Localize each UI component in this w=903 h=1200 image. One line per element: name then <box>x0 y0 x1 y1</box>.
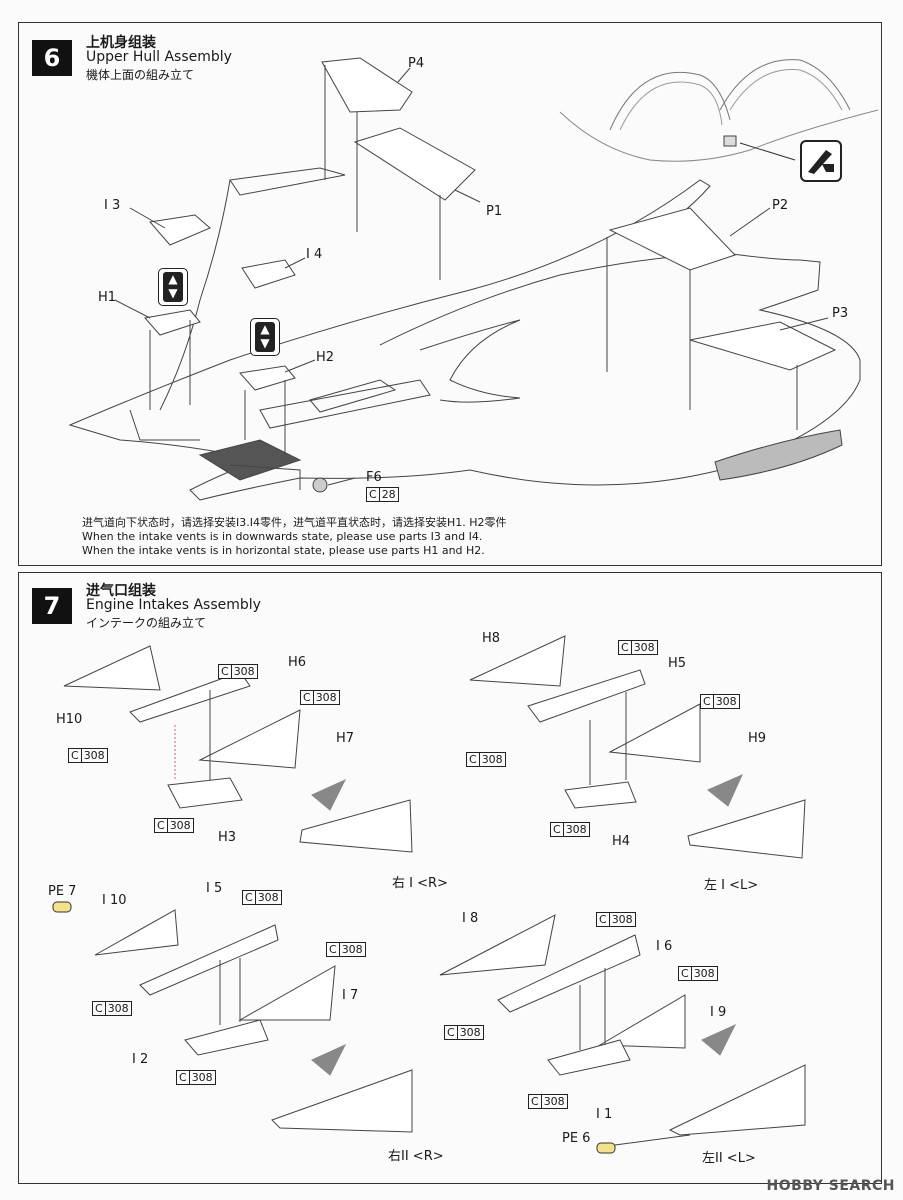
part-label-i8: I 8 <box>462 911 479 926</box>
part-label-pe7: PE 7 <box>48 884 77 899</box>
step6-frame <box>18 22 882 566</box>
part-label-i1: I 1 <box>596 1107 613 1122</box>
step7-frame <box>18 572 882 1184</box>
cement-icon <box>800 140 842 182</box>
part-label-i9: I 9 <box>710 1005 727 1020</box>
part-label-i7: I 7 <box>342 988 359 1003</box>
step6-number: 6 <box>32 40 72 76</box>
step7-title-en: Engine Intakes Assembly <box>86 597 261 613</box>
watermark: HOBBY SEARCH <box>766 1178 895 1194</box>
step7-title-jp: インテークの組み立て <box>86 616 207 630</box>
part-label-h6: H6 <box>288 655 307 670</box>
step6-note-en1: When the intake vents is in downwards st… <box>82 530 483 543</box>
part-label-h9: H9 <box>748 731 767 746</box>
part-label-h3: H3 <box>218 830 237 845</box>
part-label-p4: P4 <box>408 56 425 71</box>
part-label-i4: I 4 <box>306 247 323 262</box>
step6-note-en2: When the intake vents is in horizontal s… <box>82 544 485 557</box>
part-label-i6: I 6 <box>656 939 673 954</box>
part-label-i10: I 10 <box>102 893 127 908</box>
step6-title-cn: 上机身组装 <box>86 35 156 51</box>
part-label-h10: H10 <box>56 712 83 727</box>
flip-both-icon: ▲▼ <box>250 318 280 356</box>
part-label-p1: P1 <box>486 204 503 219</box>
part-label-p2: P2 <box>772 198 789 213</box>
part-label-h8: H8 <box>482 631 501 646</box>
side-label-right-ii: 右II <R> <box>388 1149 444 1164</box>
part-label-h4: H4 <box>612 834 631 849</box>
part-label-h7: H7 <box>336 731 355 746</box>
step7-title-cn: 进气口组装 <box>86 583 156 599</box>
step7-number: 7 <box>32 588 72 624</box>
part-label-p3: P3 <box>832 306 849 321</box>
part-label-h1: H1 <box>98 290 117 305</box>
part-label-i3: I 3 <box>104 198 121 213</box>
part-label-h2: H2 <box>316 350 335 365</box>
part-label-i2: I 2 <box>132 1052 149 1067</box>
part-label-pe6: PE 6 <box>562 1131 591 1146</box>
step6-title-en: Upper Hull Assembly <box>86 49 232 65</box>
step6-note-cn: 进气道向下状态时，请选择安装I3.I4零件，进气道平直状态时，请选择安装H1. … <box>82 516 507 529</box>
flip-both-icon: ▲▼ <box>158 268 188 306</box>
side-label-left-i: 左 I <L> <box>704 878 759 893</box>
side-label-right-i: 右 I <R> <box>392 876 448 891</box>
part-label-f6: F6 <box>366 470 382 485</box>
side-label-left-ii: 左II <L> <box>702 1151 756 1166</box>
part-label-h5: H5 <box>668 656 687 671</box>
step6-title-jp: 機体上面の組み立て <box>86 68 195 82</box>
part-label-i5: I 5 <box>206 881 223 896</box>
